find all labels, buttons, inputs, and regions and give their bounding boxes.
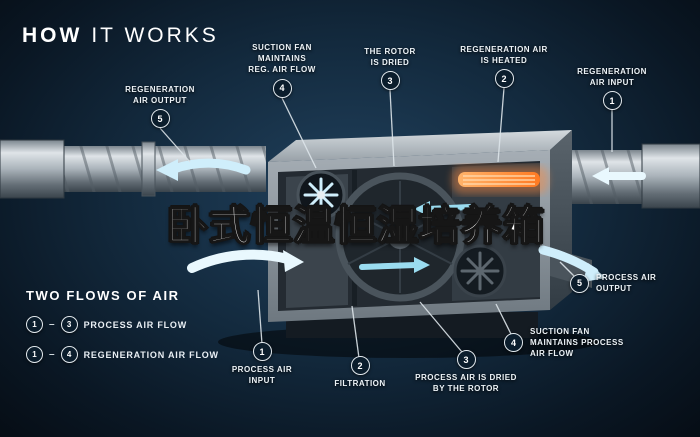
callout-regeneration-air-input: REGENERATION AIR INPUT 1 [554, 66, 670, 111]
callout-badge: 4 [504, 333, 523, 353]
process-fan [453, 244, 507, 298]
leader-lines [159, 87, 613, 359]
legend-label: REGENERATION AIR FLOW [83, 349, 219, 360]
chinese-watermark: 卧式恒温恒湿培养箱 [166, 202, 545, 250]
callout-label: REGENERATION AIR IS HEATED [460, 45, 548, 66]
left-duct [0, 139, 266, 199]
callout-badge: 2 [350, 356, 370, 375]
callout-badge: 2 [494, 69, 514, 89]
callout-badge: 5 [150, 109, 170, 129]
callout-badge: 3 [380, 71, 400, 91]
legend-range-dash: – [49, 319, 55, 330]
legend-heading: TWO FLOWS OF AIR [26, 288, 180, 303]
legend-badge-to: 4 [60, 346, 78, 363]
legend-label: PROCESS AIR FLOW [83, 319, 188, 330]
callout-process-air-input: 1 PROCESS AIR INPUT [214, 342, 310, 386]
callout-label: SUCTION FAN MAINTAINS REG. AIR FLOW [248, 43, 316, 75]
legend-two-flows: TWO FLOWS OF AIR 1 – 3 PROCESS AIR FLOW … [26, 288, 219, 363]
legend-badge-from: 1 [26, 316, 43, 333]
callout-process-air-output: 5 PROCESS AIR OUTPUT [570, 272, 656, 294]
callout-process-air-dried: 3 PROCESS AIR IS DRIED BY THE ROTOR [388, 350, 544, 394]
callout-label: REGENERATION AIR INPUT [577, 67, 647, 88]
legend-row-regeneration: 1 – 4 REGENERATION AIR FLOW [26, 346, 219, 363]
title-how: HOW [22, 24, 83, 47]
legend-badge-to: 3 [60, 316, 78, 333]
callout-badge: 1 [602, 91, 622, 111]
callout-label: FILTRATION [334, 379, 386, 388]
callout-filtration: 2 FILTRATION [316, 356, 404, 389]
callout-badge: 3 [456, 350, 476, 369]
callout-label: THE ROTOR IS DRIED [364, 47, 416, 68]
callout-label: PROCESS AIR INPUT [231, 365, 293, 386]
callout-regeneration-air-heated: REGENERATION AIR IS HEATED 2 [444, 44, 564, 89]
right-duct [548, 143, 700, 209]
callout-badge: 4 [272, 78, 292, 98]
callout-label: PROCESS AIR OUTPUT [596, 273, 657, 294]
title-it-works: IT WORKS [91, 24, 219, 47]
callout-label: REGENERATION AIR OUTPUT [125, 85, 195, 106]
callout-suction-fan-reg: SUCTION FAN MAINTAINS REG. AIR FLOW 4 [226, 42, 338, 98]
callout-badge: 5 [570, 273, 589, 293]
callout-regeneration-air-output: REGENERATION AIR OUTPUT 5 [104, 84, 216, 129]
page-title: HOW IT WORKS [22, 24, 219, 48]
regeneration-fan [296, 170, 346, 220]
callout-label: PROCESS AIR IS DRIED BY THE ROTOR [415, 373, 517, 394]
air-flow-arrows [156, 158, 646, 282]
legend-badge-from: 1 [26, 346, 43, 363]
callout-suction-fan-process: 4 SUCTION FAN MAINTAINS PROCESS AIR FLOW [504, 326, 624, 360]
heater-element [452, 166, 548, 194]
callout-rotor-is-dried: THE ROTOR IS DRIED 3 [342, 46, 438, 91]
callout-badge: 1 [252, 342, 272, 361]
legend-range-dash: – [49, 349, 55, 360]
callout-label: SUCTION FAN MAINTAINS PROCESS AIR FLOW [530, 327, 624, 359]
legend-row-process: 1 – 3 PROCESS AIR FLOW [26, 316, 219, 333]
